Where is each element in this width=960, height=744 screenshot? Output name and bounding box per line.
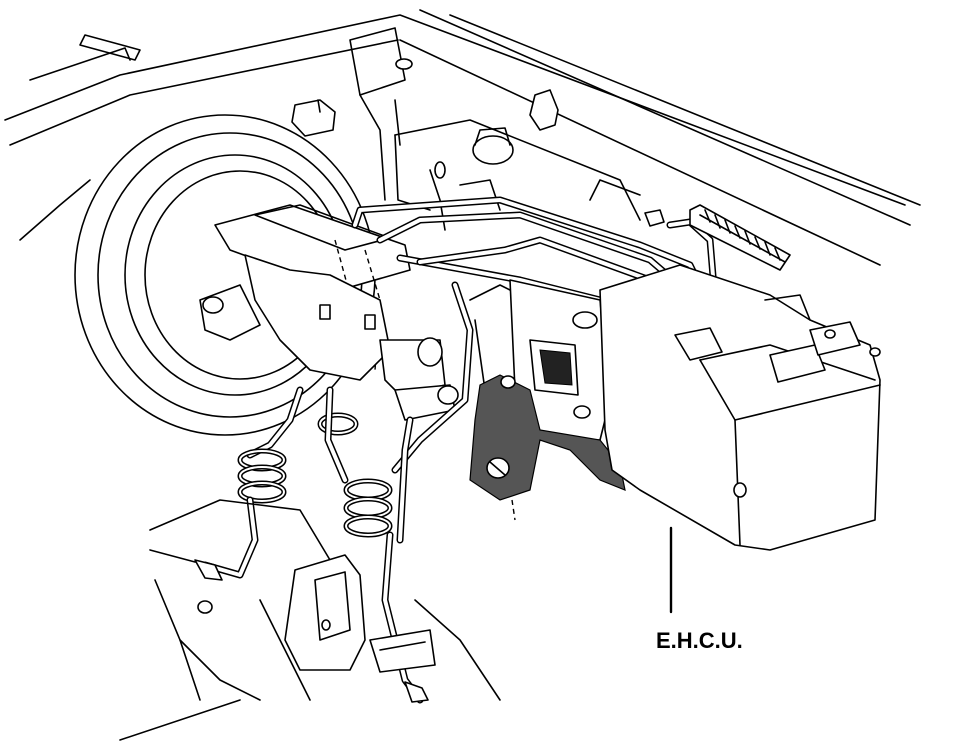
lower-bracket xyxy=(284,554,436,673)
relay-box xyxy=(291,99,336,137)
wiring-connector xyxy=(689,204,791,271)
fender-outline xyxy=(4,9,921,266)
ehcu-callout-label: E.H.C.U. xyxy=(656,628,743,653)
ehcu-box xyxy=(599,264,881,551)
mounting-bracket xyxy=(469,374,626,521)
line-fitting-lower xyxy=(149,549,429,703)
strut-tower xyxy=(349,27,413,201)
master-cylinder xyxy=(199,204,459,421)
